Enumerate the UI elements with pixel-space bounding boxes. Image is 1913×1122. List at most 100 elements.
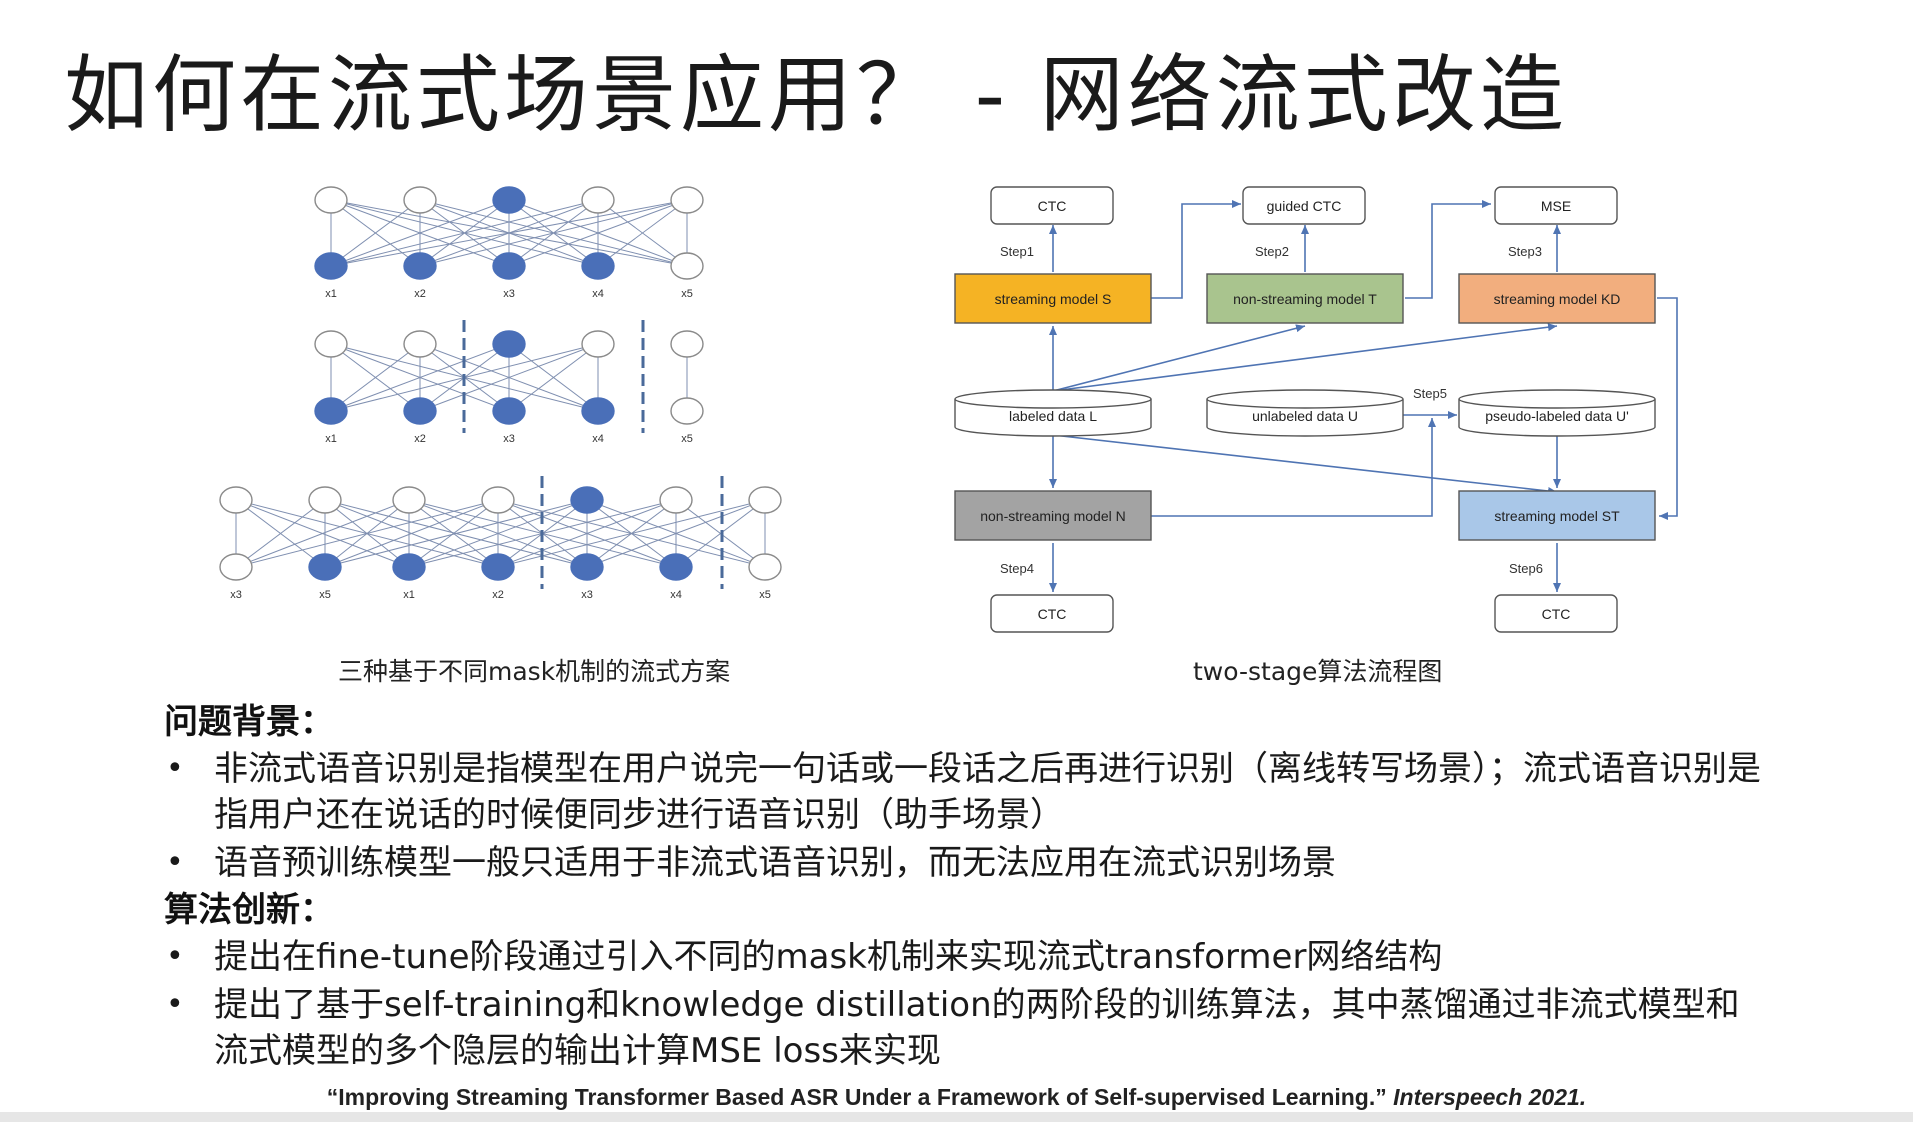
two-stage-flowchart: CTC guided CTC MSE Step1 Step2 Step3 Ste… <box>954 186 1678 633</box>
innovation-bullet-text: 提出在fine-tune阶段通过引入不同的mask机制来实现流式transfor… <box>214 937 1443 977</box>
network-edge <box>235 499 326 568</box>
top-node <box>748 486 782 514</box>
network-edge <box>586 499 766 568</box>
node-label: x3 <box>503 288 515 300</box>
bottom-node <box>581 397 615 425</box>
top-node <box>308 486 342 514</box>
innovation-bullet-text: 提出了基于self-training和knowledge distillatio… <box>214 985 1740 1071</box>
node-label: x2 <box>492 589 504 601</box>
streaming-model-s-box: streaming model S <box>954 273 1152 324</box>
top-node <box>670 330 704 358</box>
node-label: x5 <box>681 433 693 445</box>
top-node <box>403 186 437 214</box>
streaming-model-st-box: streaming model ST <box>1458 490 1656 541</box>
bottom-node <box>581 252 615 280</box>
non-streaming-model-n-label: non-streaming model N <box>980 508 1126 524</box>
background-bullet: 非流式语音识别是指模型在用户说完一句话或一段话之后再进行识别（离线转写场景）；流… <box>164 746 1764 838</box>
step2-label: Step2 <box>1255 244 1289 259</box>
bottom-node <box>314 252 348 280</box>
network-edge <box>597 199 688 267</box>
guided-ctc-label: guided CTC <box>1267 198 1342 214</box>
unlabeled-data-cylinder: unlabeled data U <box>1206 389 1404 437</box>
top-node <box>581 186 615 214</box>
bottom-node <box>670 252 704 280</box>
ctc-bottom-left-box: CTC <box>990 594 1114 633</box>
citation-venue: Interspeech 2021. <box>1393 1084 1587 1110</box>
streaming-model-s-label: streaming model S <box>995 291 1112 307</box>
right-figure-caption: two-stage算法流程图 <box>1193 657 1443 686</box>
network-edge <box>330 199 510 267</box>
bottom-node <box>481 553 515 581</box>
top-node <box>481 486 515 514</box>
content-text: 问题背景： 非流式语音识别是指模型在用户说完一句话或一段话之后再进行识别（离线转… <box>164 700 1764 1076</box>
bottom-node <box>670 397 704 425</box>
ctc-top-label: CTC <box>1038 198 1067 214</box>
network-edge <box>330 199 688 267</box>
innovation-bullet: 提出了基于self-training和knowledge distillatio… <box>164 982 1764 1074</box>
mse-box: MSE <box>1494 186 1618 225</box>
node-label: x5 <box>759 589 771 601</box>
bottom-node <box>392 553 426 581</box>
top-node <box>581 330 615 358</box>
top-node <box>492 186 526 214</box>
top-node <box>314 186 348 214</box>
citation-title: “Improving Streaming Transformer Based A… <box>326 1084 1387 1110</box>
top-node <box>403 330 437 358</box>
pseudo-labeled-data-label: pseudo-labeled data U' <box>1485 408 1629 424</box>
bottom-bar <box>0 1112 1913 1122</box>
node-label: x1 <box>325 288 337 300</box>
node-label: x2 <box>414 288 426 300</box>
step5-label: Step5 <box>1413 386 1447 401</box>
network-edge <box>419 343 599 412</box>
non-streaming-model-t-box: non-streaming model T <box>1206 273 1404 324</box>
background-bullet: 语音预训练模型一般只适用于非流式语音识别，而无法应用在流式识别场景 <box>164 840 1764 886</box>
left-figure-caption: 三种基于不同mask机制的流式方案 <box>338 657 731 686</box>
step3-label: Step3 <box>1508 244 1542 259</box>
top-node <box>314 330 348 358</box>
top-node <box>392 486 426 514</box>
innovation-heading: 算法创新： <box>164 890 334 930</box>
citation: “Improving Streaming Transformer Based A… <box>0 1084 1913 1111</box>
node-label: x1 <box>325 433 337 445</box>
node-label: x3 <box>230 589 242 601</box>
network-edge <box>508 199 688 267</box>
network-edge <box>330 199 599 267</box>
bottom-node <box>659 553 693 581</box>
non-streaming-model-n-box: non-streaming model N <box>954 490 1152 541</box>
pseudo-labeled-data-cylinder: pseudo-labeled data U' <box>1458 389 1656 437</box>
network-edge <box>235 499 410 568</box>
ctc-top-box: CTC <box>990 186 1114 225</box>
innovation-bullet: 提出在fine-tune阶段通过引入不同的mask机制来实现流式transfor… <box>164 934 1764 980</box>
unlabeled-data-label: unlabeled data U <box>1252 408 1358 424</box>
ctc-bottom-left-label: CTC <box>1038 606 1067 622</box>
bottom-node <box>314 397 348 425</box>
bottom-node <box>492 397 526 425</box>
step4-label: Step4 <box>1000 561 1034 576</box>
network-edge <box>235 499 499 568</box>
slide-title: 如何在流式场景应用？ - 网络流式改造 <box>64 46 1568 144</box>
network-edge <box>330 343 421 412</box>
node-label: x3 <box>581 589 593 601</box>
bottom-node <box>219 553 253 581</box>
ctc-bottom-right-box: CTC <box>1494 594 1618 633</box>
network-edge <box>497 499 677 568</box>
non-streaming-model-t-label: non-streaming model T <box>1233 291 1377 307</box>
bottom-node <box>748 553 782 581</box>
ctc-bottom-right-label: CTC <box>1542 606 1571 622</box>
labeled-data-cylinder: labeled data L <box>954 389 1152 437</box>
guided-ctc-box: guided CTC <box>1242 186 1366 225</box>
top-node <box>570 486 604 514</box>
top-node <box>670 186 704 214</box>
network-edge <box>408 499 499 568</box>
network-edge <box>419 199 688 267</box>
node-label: x4 <box>592 433 604 445</box>
node-label: x2 <box>414 433 426 445</box>
step1-label: Step1 <box>1000 244 1034 259</box>
node-label: x1 <box>403 589 415 601</box>
network-edge <box>508 343 599 412</box>
network-edge <box>324 499 499 568</box>
